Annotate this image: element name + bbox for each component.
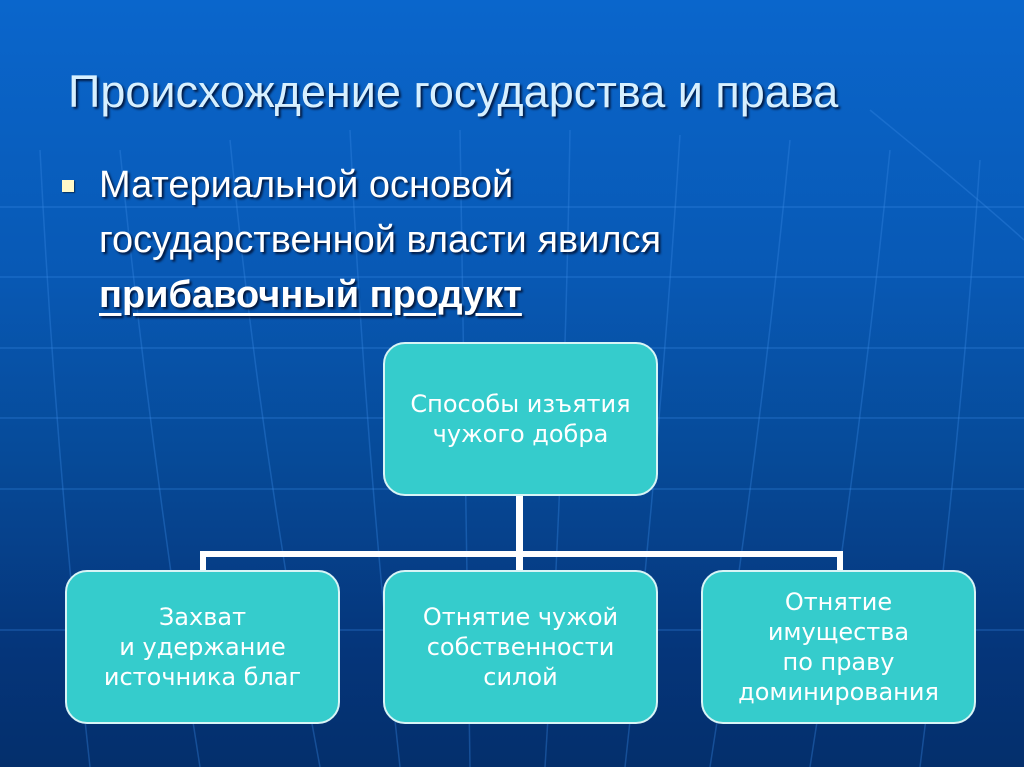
bullet-text: Материальной основой государственной вла… [99, 158, 661, 323]
diagram-child-box-seizure: Захват и удержание источника благ [65, 570, 340, 724]
child-box-label: Отнятие имущества по праву доминирования [738, 588, 939, 706]
bullet-square-icon [62, 180, 74, 192]
root-box-label: Способы изъятия чужого добра [410, 390, 631, 448]
diagram-root-box: Способы изъятия чужого добра [383, 342, 658, 496]
bullet-line-1: Материальной основой [99, 164, 514, 206]
slide-title: Происхождение государства и права [68, 66, 839, 117]
connector-right-down [837, 551, 843, 575]
connector-left-down [200, 551, 206, 575]
child-box-label: Отнятие чужой собственности силой [422, 603, 619, 691]
connector-horizontal [200, 551, 843, 557]
bullet-line-2: государственной власти явился [99, 219, 662, 261]
bullet-emphasis: прибавочный продукт [99, 274, 522, 316]
diagram-child-box-domination: Отнятие имущества по праву доминирования [701, 570, 976, 724]
connector-root-down [516, 495, 523, 575]
child-box-label: Захват и удержание источника благ [103, 603, 302, 691]
diagram-child-box-force: Отнятие чужой собственности силой [383, 570, 658, 724]
